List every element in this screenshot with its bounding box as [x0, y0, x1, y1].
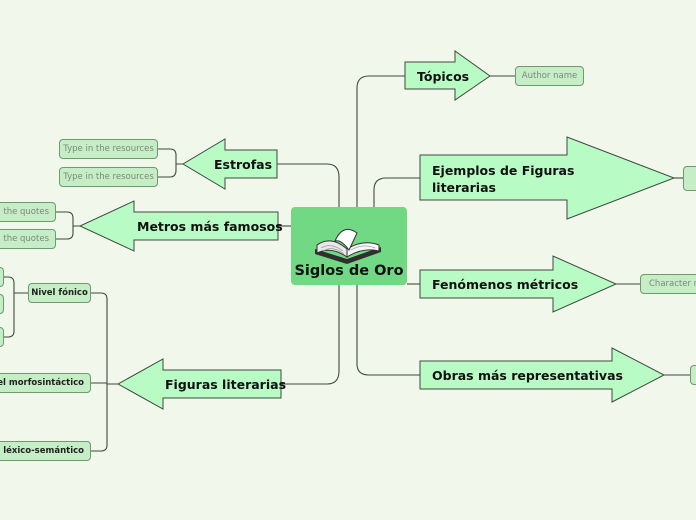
central-topic[interactable]: Siglos de Oro: [291, 207, 407, 285]
topic-topicos-label[interactable]: Tópicos: [417, 69, 470, 84]
connector-estrofas: [277, 163, 340, 207]
connector-figuras: [281, 285, 340, 385]
topic-topicos-shape: [404, 50, 491, 101]
topic-figuras-shape: [116, 358, 282, 410]
subtopic-ejemplos-child[interactable]: [683, 166, 696, 191]
subtopic-nivel-morfosintactico[interactable]: Nivel morfosintáctico: [0, 373, 91, 393]
connector-metros-children: [56, 211, 80, 240]
topic-ejemplos-shape: [419, 136, 676, 220]
subtopic-nivel-fonico[interactable]: Nivel fónico: [28, 283, 91, 303]
connector-nivel-fonico-children: [4, 276, 28, 338]
subtopic-character-name[interactable]: Character na: [640, 274, 696, 294]
topic-obras-label[interactable]: Obras más representativas: [432, 368, 623, 383]
topic-estrofas-shape: [182, 138, 278, 190]
subtopic-fonico-child-2[interactable]: [0, 294, 4, 314]
topic-metros-shape: [78, 200, 279, 252]
topic-obras-shape: [419, 347, 666, 403]
subtopic-fonico-child-1[interactable]: [0, 267, 4, 287]
subtopic-nivel-lexico-semantico[interactable]: Nivel léxico-semántico: [0, 441, 91, 461]
connector-figuras-children: [91, 292, 118, 452]
topic-estrofas-label[interactable]: Estrofas: [214, 157, 273, 172]
connector-estrofas-children: [158, 148, 183, 178]
subtopic-obras-child[interactable]: [690, 365, 696, 385]
topic-fenomenos-label[interactable]: Fenómenos métricos: [432, 277, 579, 292]
subtopic-author-name[interactable]: Author name: [515, 66, 584, 86]
topic-ejemplos-label-line1[interactable]: Ejemplos de Figuras: [432, 163, 575, 178]
topic-metros-label[interactable]: Metros más famosos: [137, 219, 283, 234]
central-topic-label: Siglos de Oro: [294, 263, 404, 279]
subtopic-estrofas-resource-1[interactable]: Type in the resources: [59, 139, 158, 159]
subtopic-estrofas-resource-2[interactable]: Type in the resources: [59, 167, 158, 187]
subtopic-fonico-child-3[interactable]: [0, 327, 4, 347]
connector-topicos: [356, 75, 405, 207]
subtopic-metros-quote-1[interactable]: in the quotes: [0, 202, 56, 222]
subtopic-metros-quote-2[interactable]: in the quotes: [0, 229, 56, 249]
open-book-icon: [315, 228, 381, 264]
topic-ejemplos-label-line2[interactable]: literarias: [432, 180, 496, 195]
topic-fenomenos-shape: [419, 255, 618, 313]
connector-obras: [356, 285, 420, 376]
connector-ejemplos: [373, 177, 420, 207]
topic-figuras-label[interactable]: Figuras literarias: [165, 377, 287, 392]
